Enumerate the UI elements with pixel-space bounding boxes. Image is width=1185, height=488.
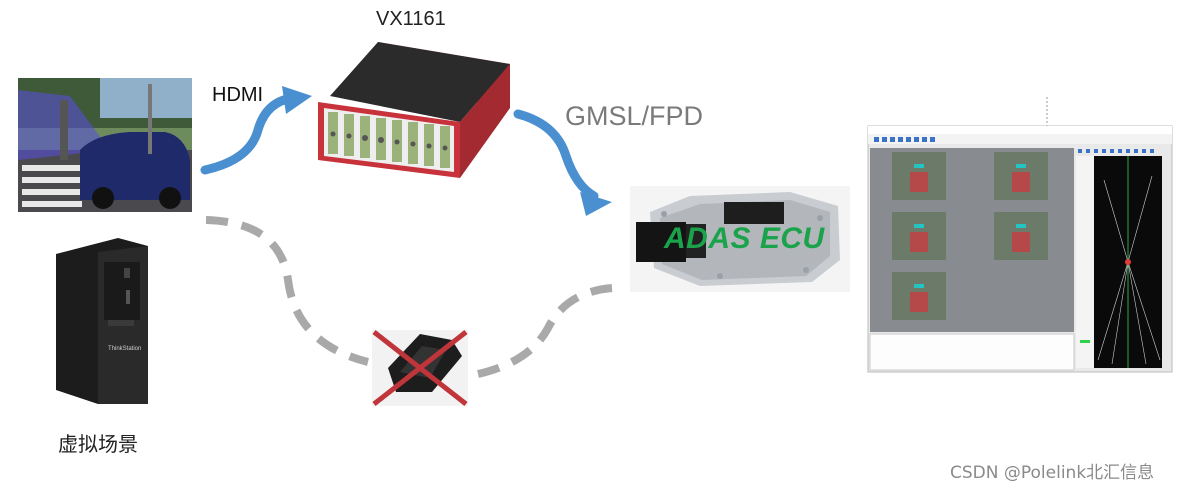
ecu-label: ADAS ECU [664, 222, 825, 255]
device-label: VX1161 [376, 8, 446, 30]
monitoring-software-screenshot [867, 97, 1173, 373]
pc-brand-text: ThinkStation [108, 346, 141, 352]
scene-image [18, 78, 192, 212]
gmsl-fpd-label: GMSL/FPD [565, 101, 704, 131]
adas-ecu-module [630, 186, 850, 292]
workstation-pc [56, 238, 148, 404]
vx1161-rack [318, 42, 510, 178]
bypass-dashed-path [205, 216, 613, 378]
watermark: CSDN @Polelink北汇信息 [950, 463, 1155, 483]
virtual-scene-label: 虚拟场景 [58, 432, 138, 456]
crossed-out-camera [372, 330, 468, 406]
gmsl-arrow [513, 109, 612, 216]
hdmi-label: HDMI [212, 84, 264, 106]
hdmi-arrow [200, 86, 312, 175]
